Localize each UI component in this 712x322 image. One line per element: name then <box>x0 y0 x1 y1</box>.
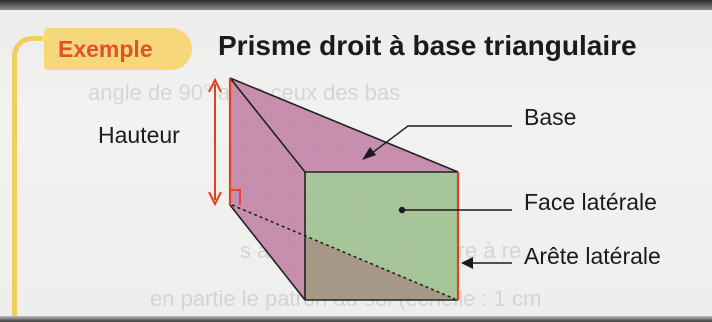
hidden-edge <box>231 204 456 300</box>
edge-leader-arrowhead <box>461 257 473 269</box>
height-arrow <box>208 77 222 207</box>
print-texture <box>230 78 458 300</box>
example-bracket <box>12 36 43 322</box>
page-title: Prisme droit à base triangulaire <box>218 30 637 61</box>
example-badge-label: Exemple <box>58 35 153 62</box>
photo-bottom-edge <box>0 316 712 322</box>
base-leader-arrowhead <box>362 147 376 160</box>
lateral-edge-label: Arête latérale <box>524 243 661 269</box>
prism-edges <box>229 77 459 301</box>
leader-lines <box>367 125 512 211</box>
photo-top-edge <box>0 0 712 10</box>
base-label: Base <box>524 104 577 130</box>
right-angle-marker <box>230 189 241 205</box>
example-badge: Exemple <box>44 28 192 70</box>
height-label: Hauteur <box>98 122 180 148</box>
lateral-face-label: Face latérale <box>524 189 657 215</box>
face-leader-dot <box>398 206 406 214</box>
